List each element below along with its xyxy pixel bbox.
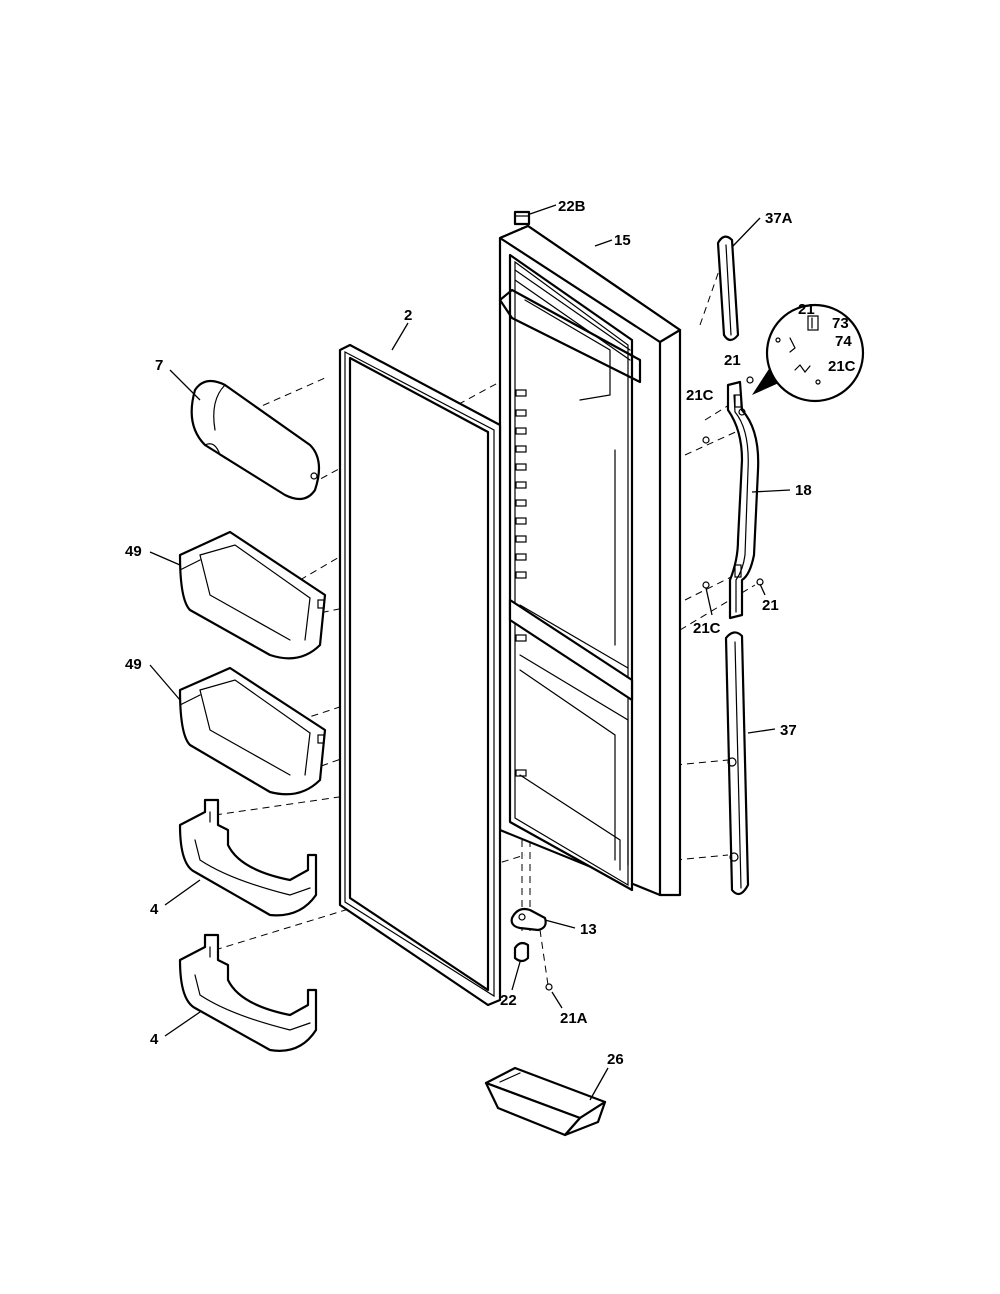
label-49-upper: 49: [125, 543, 142, 560]
bottom-hinge-bushing: [513, 941, 530, 963]
label-15: 15: [614, 232, 631, 249]
label-21-top: 21: [724, 352, 741, 369]
label-22: 22: [500, 992, 517, 1009]
label-4-upper: 4: [150, 901, 159, 918]
label-7: 7: [155, 357, 163, 374]
door-shelf-lower: [178, 933, 318, 1052]
label-37: 37: [780, 722, 797, 739]
label-2: 2: [404, 307, 412, 324]
leader-lines: [149, 204, 791, 1101]
small-bin: [484, 1066, 607, 1137]
door-bin-lower: [178, 666, 327, 796]
lower-trim: [724, 631, 750, 896]
label-18: 18: [795, 482, 812, 499]
door-handle: [726, 380, 760, 620]
label-21c-lower: 21C: [693, 620, 721, 637]
label-37a: 37A: [765, 210, 793, 227]
label-49-lower: 49: [125, 656, 142, 673]
label-22b: 22B: [558, 198, 586, 215]
door-gasket: [338, 343, 502, 1007]
upper-trim: [716, 235, 740, 342]
label-74: 74: [835, 333, 852, 350]
label-26: 26: [607, 1051, 624, 1068]
label-4-lower: 4: [150, 1031, 159, 1048]
label-21-right: 21: [762, 597, 779, 614]
dairy-cover: [190, 379, 321, 501]
shelf-clips: [515, 389, 527, 777]
label-13: 13: [580, 921, 597, 938]
part-labels: 22B 15 37A 2 7 21 73 74 21 21C 21C 18 49…: [125, 198, 856, 1068]
door-bin-upper: [178, 530, 327, 660]
label-21c-inset: 21C: [828, 358, 856, 375]
label-21a: 21A: [560, 1010, 588, 1027]
top-hinge-pin: [513, 210, 531, 226]
door-shelf-upper: [178, 798, 318, 917]
label-73: 73: [832, 315, 849, 332]
bottom-hinge-bracket: [510, 907, 547, 932]
door-panel: [498, 224, 682, 897]
label-21c-upper: 21C: [686, 387, 714, 404]
label-21-inset: 21: [798, 301, 815, 318]
screws: [545, 376, 764, 991]
detail-inset: [752, 303, 865, 403]
